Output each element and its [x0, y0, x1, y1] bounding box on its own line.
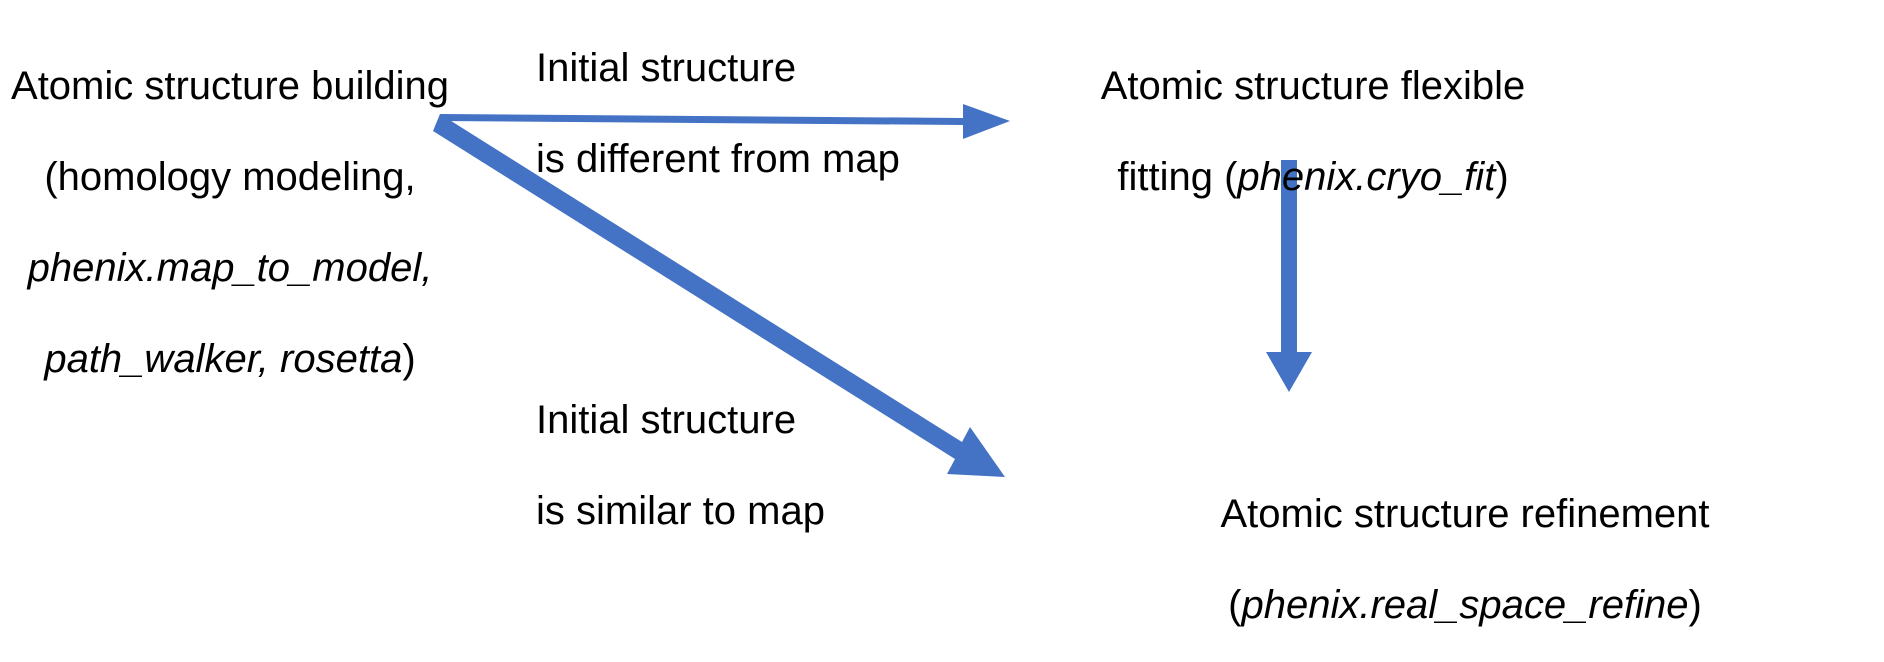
- node-building-line-3: phenix.map_to_model,: [27, 245, 433, 290]
- node-building-line-2: (homology modeling,: [44, 154, 416, 199]
- atomic-structure-building-node: Atomic structure building (homology mode…: [0, 18, 460, 428]
- node-flexible-fitting-line-2: fitting (phenix.cryo_fit): [1078, 155, 1548, 201]
- node-flexible-fitting-prefix: fitting (: [1117, 154, 1238, 199]
- edge-label-different-line-2: is different from map: [536, 136, 900, 181]
- node-building-line-4: path_walker, rosetta): [0, 337, 460, 383]
- node-building-line-1: Atomic structure building: [11, 63, 449, 108]
- atomic-structure-refinement-node: Atomic structure refinement (phenix.real…: [1046, 446, 1884, 662]
- edge-label-similar-line-1: Initial structure: [536, 397, 797, 442]
- atomic-structure-flexible-fitting-node: Atomic structure flexible fitting (pheni…: [1078, 18, 1548, 246]
- edge-label-similar-line-2: is similar to map: [536, 488, 825, 533]
- node-building-line-4-paren: ): [402, 337, 416, 382]
- node-refinement-command: phenix.real_space_refine: [1241, 582, 1689, 627]
- node-refinement-prefix: (: [1228, 582, 1242, 627]
- node-flexible-fitting-suffix: ): [1495, 154, 1509, 199]
- node-refinement-suffix: ): [1688, 582, 1702, 627]
- edge-label-different-from-map: Initial structure is different from map: [536, 0, 936, 228]
- edge-label-similar-to-map: Initial structure is similar to map: [536, 352, 936, 580]
- node-flexible-fitting-line-1: Atomic structure flexible: [1100, 63, 1526, 108]
- node-building-line-4-italic: path_walker, rosetta: [44, 337, 403, 382]
- node-refinement-line-2: (phenix.real_space_refine): [1046, 583, 1884, 629]
- edge-label-different-line-1: Initial structure: [536, 45, 797, 90]
- node-flexible-fitting-command: phenix.cryo_fit: [1237, 154, 1496, 199]
- node-refinement-line-1: Atomic structure refinement: [1220, 491, 1710, 536]
